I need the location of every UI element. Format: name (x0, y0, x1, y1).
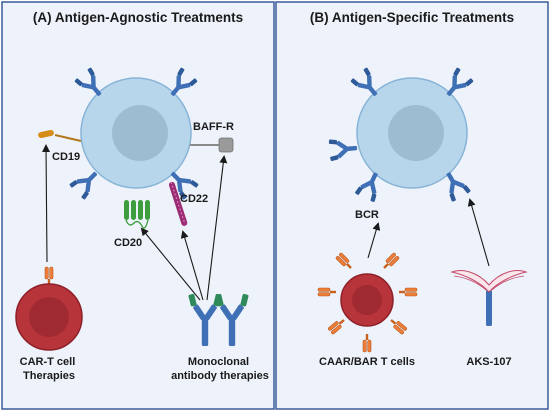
mab-label: Monoclonal antibody therapies (171, 356, 269, 382)
baff-r-label: BAFF-R (193, 121, 234, 133)
car-t-label: CAR-T cell Therapies (20, 356, 79, 382)
arrows-panel-b (367, 198, 490, 267)
arrow-car-t-to-cd19 (42, 144, 51, 263)
b-cell-icon-b (356, 77, 468, 189)
cd19-marker (38, 129, 82, 142)
monoclonal-antibody-icon (188, 293, 249, 346)
arrow-aks-to-bcr (467, 198, 490, 267)
aks-107-icon (450, 270, 528, 326)
arrows-panel-a (42, 144, 228, 301)
car-t-label-line2: Therapies (23, 370, 75, 382)
aks-label: AKS-107 (466, 356, 511, 368)
cd22-label: CD22 (180, 193, 208, 205)
t-cell-icon (15, 266, 83, 351)
arrow-mab-to-baff-r (206, 155, 228, 301)
panel-a-title: (A) Antigen-Agnostic Treatments (33, 10, 243, 25)
panel-b (275, 1, 549, 410)
mab-label-line2: antibody therapies (171, 370, 269, 382)
arrow-mab-to-cd20 (140, 227, 201, 301)
caar-t-cell-icon (317, 252, 418, 353)
arrow-caar-to-bcr (367, 222, 381, 259)
cd19-label: CD19 (52, 151, 80, 163)
cd20-label: CD20 (114, 237, 142, 249)
cd22-marker (168, 181, 188, 226)
caar-label: CAAR/BAR T cells (319, 356, 415, 368)
arrow-mab-to-cd22 (180, 230, 204, 301)
mab-label-line1: Monoclonal (188, 356, 249, 368)
baff-r-marker (190, 137, 234, 153)
b-cell-icon-a (80, 77, 192, 189)
car-t-label-line1: CAR-T cell (20, 356, 76, 368)
panel-b-title: (B) Antigen-Specific Treatments (310, 10, 514, 25)
bcr-label: BCR (355, 209, 379, 221)
